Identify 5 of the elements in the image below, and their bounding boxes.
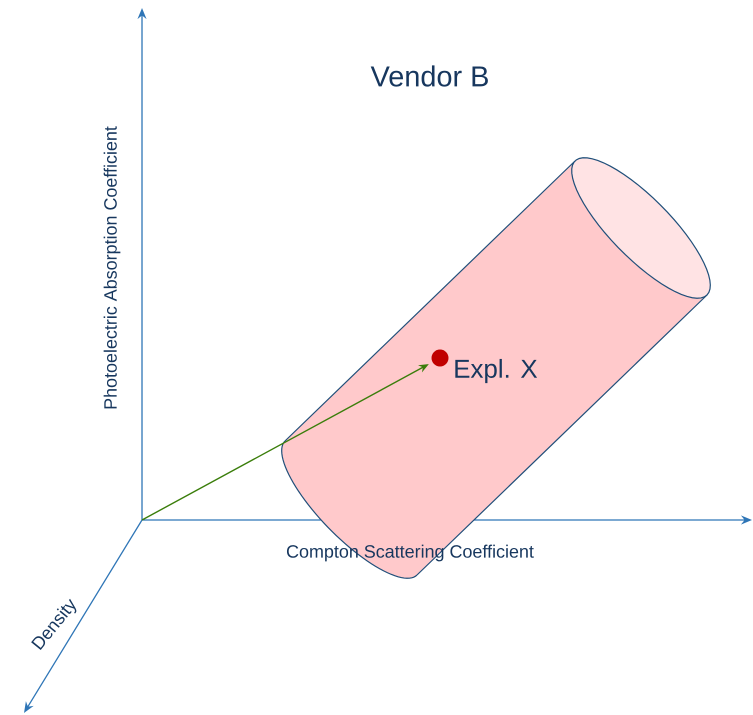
cylinder	[281, 157, 711, 579]
dot	[432, 350, 448, 366]
point-label: Expl. X	[455, 358, 538, 384]
axis-label: Photoelectric Absorption Coefficient	[104, 126, 120, 408]
title: Vendor B	[370, 65, 488, 87]
